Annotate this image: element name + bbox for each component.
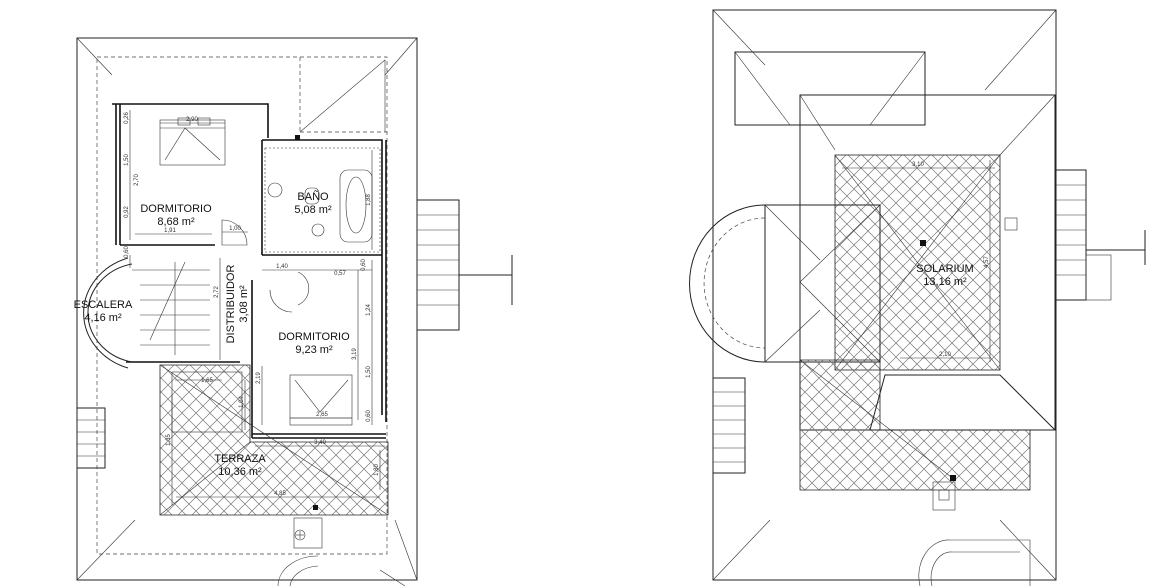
svg-text:1,50: 1,50 [124, 154, 130, 166]
upper-hip-roof [734, 51, 926, 126]
svg-text:DISTRIBUIDOR: DISTRIBUIDOR [225, 265, 237, 344]
chimney-detail [293, 135, 323, 549]
svg-text:2,70: 2,70 [134, 174, 140, 186]
svg-text:1,00: 1,00 [229, 226, 241, 232]
svg-text:0,92: 0,92 [124, 206, 130, 218]
svg-text:2,72: 2,72 [214, 286, 220, 298]
svg-text:ESCALERA: ESCALERA [74, 299, 133, 311]
svg-text:1,88: 1,88 [366, 194, 372, 206]
bathroom-fixtures [264, 147, 381, 253]
svg-text:1,91: 1,91 [164, 228, 176, 234]
svg-text:SOLARIUM: SOLARIUM [916, 263, 973, 275]
roof-plan: SOLARIUM 13,16 m² 3,10 4,57 2,10 [689, 9, 1146, 586]
svg-text:0,26: 0,26 [124, 112, 130, 124]
svg-text:0,60: 0,60 [366, 410, 372, 422]
svg-text:4,57: 4,57 [984, 256, 990, 268]
dimension-lines [129, 110, 385, 505]
room-label-bano: BAÑO 5,08 m² [294, 190, 332, 216]
terrace-area [159, 364, 389, 516]
roof-external-stairs-right [1004, 169, 1146, 301]
external-stairs-left [76, 407, 106, 469]
bed-dormitorio-1 [159, 117, 226, 166]
svg-text:9,23 m²: 9,23 m² [295, 344, 333, 356]
room-label-dormitorio-2: DORMITORIO 9,23 m² [278, 331, 350, 356]
svg-text:3,19: 3,19 [352, 348, 358, 360]
lower-terrace-roof [799, 359, 1057, 511]
svg-text:3,10: 3,10 [912, 162, 924, 168]
svg-text:0,57: 0,57 [334, 271, 346, 277]
svg-text:1,80: 1,80 [374, 464, 380, 476]
roof-external-stairs-left [712, 377, 746, 474]
room-label-distribuidor: DISTRIBUIDOR 3,08 m² [225, 265, 250, 344]
exterior-walls [112, 103, 387, 439]
room-label-terraza: TERRAZA 10,36 m² [214, 453, 266, 478]
svg-text:3,08 m²: 3,08 m² [238, 285, 250, 323]
room-label-escalera: ESCALERA 4,16 m² [74, 299, 133, 324]
dimension-labels: 2,90 1,50 2,70 0,92 1,91 1,00 0,60 2,72 … [124, 112, 380, 497]
staircase [83, 255, 210, 369]
svg-text:10,36 m²: 10,36 m² [218, 466, 262, 478]
svg-text:1,24: 1,24 [366, 304, 372, 316]
solarium-area [834, 154, 1001, 371]
svg-text:1,50: 1,50 [366, 366, 372, 378]
svg-text:1,40: 1,40 [276, 264, 288, 270]
room-label-solarium: SOLARIUM 13,16 m² [916, 263, 973, 288]
roof-bottom-steps [918, 539, 1031, 586]
svg-text:2,90: 2,90 [186, 117, 198, 123]
svg-text:8,68 m²: 8,68 m² [157, 216, 195, 228]
external-stairs-right [416, 199, 513, 331]
svg-text:0,60: 0,60 [361, 259, 367, 271]
svg-text:2,19: 2,19 [256, 372, 262, 384]
svg-text:2,10: 2,10 [939, 352, 951, 358]
svg-text:4,16 m²: 4,16 m² [84, 312, 122, 324]
svg-text:4,85: 4,85 [274, 491, 286, 497]
bottom-steps [277, 555, 406, 586]
upper-floor-plan: DORMITORIO 8,68 m² BAÑO 5,08 m² ESCALERA… [74, 37, 513, 586]
svg-text:BAÑO: BAÑO [297, 190, 329, 203]
svg-text:TERRAZA: TERRAZA [214, 453, 266, 465]
door-swings [221, 219, 310, 313]
roof-dimension-labels: 3,10 4,57 2,10 [912, 162, 990, 358]
svg-text:2,65: 2,65 [316, 412, 328, 418]
svg-text:5,08 m²: 5,08 m² [294, 204, 332, 216]
svg-text:3,40: 3,40 [314, 440, 326, 446]
svg-text:1,65: 1,65 [201, 378, 213, 384]
svg-text:13,16 m²: 13,16 m² [923, 276, 967, 288]
svg-text:DORMITORIO: DORMITORIO [140, 203, 212, 215]
svg-text:1,35: 1,35 [166, 434, 172, 446]
svg-text:DORMITORIO: DORMITORIO [278, 331, 350, 343]
svg-text:1,04: 1,04 [239, 396, 245, 408]
room-label-dormitorio-1: DORMITORIO 8,68 m² [140, 203, 212, 228]
svg-text:0,60: 0,60 [124, 246, 130, 258]
